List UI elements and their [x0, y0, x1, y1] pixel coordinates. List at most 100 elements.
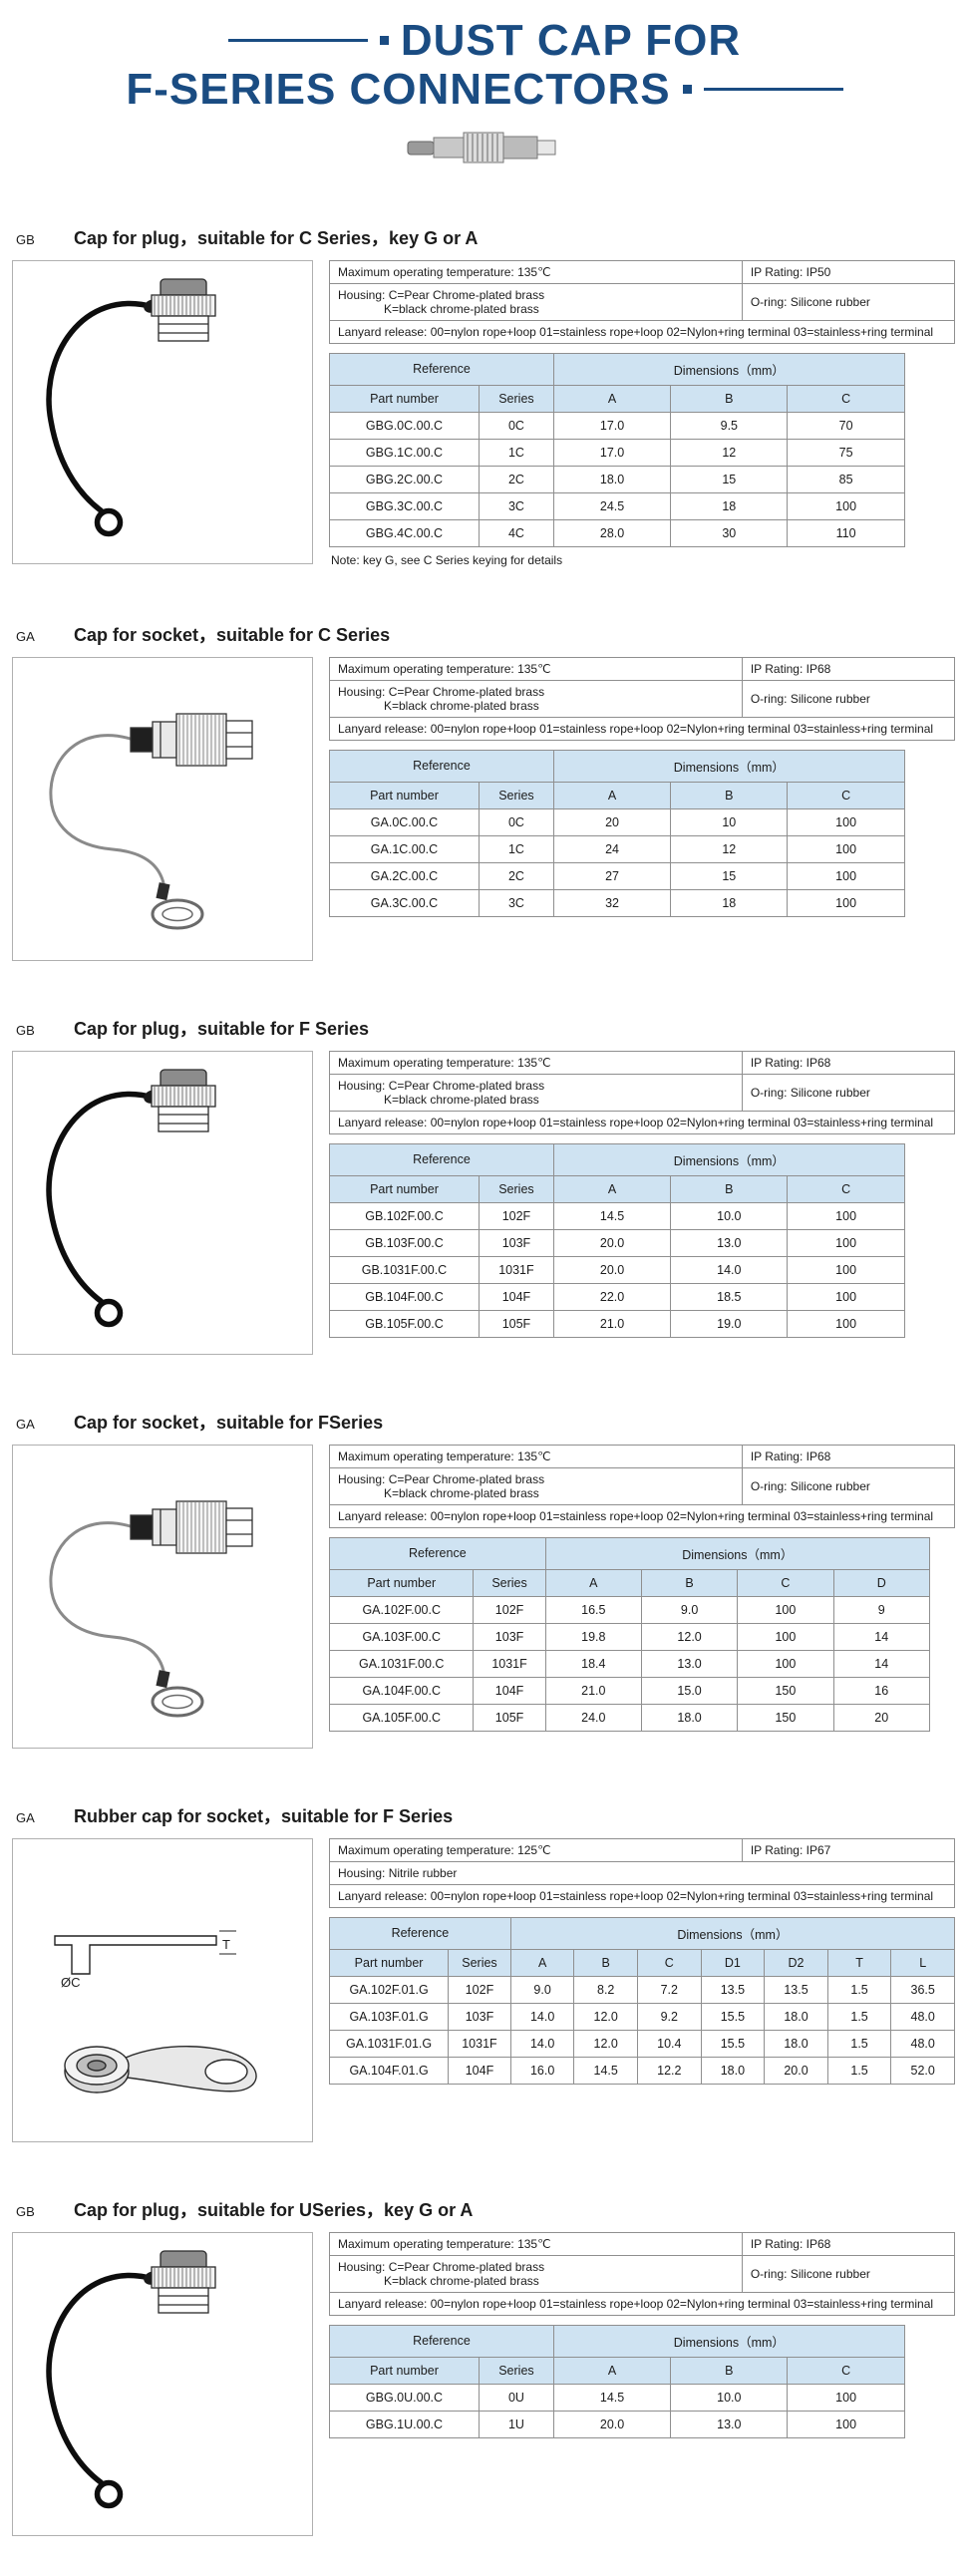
col-header-a: A — [509, 1948, 575, 1977]
value-cell: 15 — [670, 465, 789, 493]
part-number: GB.102F.00.C — [329, 1201, 480, 1230]
value-cell: 103F — [448, 2002, 511, 2031]
col-header-d2: D2 — [764, 1948, 828, 1977]
col-header-d1: D1 — [700, 1948, 766, 1977]
value-cell: 102F — [448, 1975, 511, 2004]
value-cell: 15.0 — [640, 1676, 739, 1705]
col-header-c: C — [737, 1568, 834, 1597]
dimensions-header: Dimensions（mm） — [544, 1536, 930, 1570]
value-cell: 104F — [478, 1282, 554, 1311]
part-number: GA.3C.00.C — [329, 888, 480, 917]
part-number: GB.105F.00.C — [329, 1309, 480, 1338]
col-header-series: Series — [478, 1174, 554, 1203]
col-header-a: A — [544, 1568, 642, 1597]
value-cell: 18 — [670, 888, 789, 917]
value-cell: 30 — [670, 518, 789, 547]
section-title: Cap for plug，suitable for C Series，key G… — [74, 227, 479, 248]
ip-rating: IP Rating: IP68 — [741, 656, 956, 681]
value-cell: 12 — [670, 834, 789, 863]
value-cell: 100 — [787, 861, 905, 890]
value-cell: 17.0 — [552, 411, 672, 440]
col-header-c: C — [787, 1174, 905, 1203]
part-number: GA.104F.00.C — [328, 1676, 475, 1705]
value-cell: 4C — [478, 518, 554, 547]
max-operating-temperature: Maximum operating temperature: 125℃ — [329, 1837, 743, 1862]
socket-cap-drawing — [49, 712, 253, 930]
value-cell: 2C — [478, 861, 554, 890]
value-cell: 27 — [552, 861, 672, 890]
value-cell: 9.0 — [509, 1975, 575, 2004]
value-cell: 12.0 — [640, 1622, 739, 1651]
section-title: Cap for socket，suitable for FSeries — [74, 1412, 384, 1433]
section-title: Cap for plug，suitable for F Series — [74, 1018, 370, 1039]
value-cell: 100 — [787, 834, 905, 863]
col-header-part-number: Part number — [329, 384, 480, 413]
value-cell: 12.0 — [573, 2002, 638, 2031]
col-header-part-number: Part number — [328, 1568, 475, 1597]
value-cell: 10.0 — [670, 1201, 789, 1230]
value-cell: 100 — [787, 1309, 905, 1338]
value-cell: 14 — [832, 1649, 930, 1678]
page-title-line2: F-SERIES CONNECTORS — [126, 65, 671, 115]
value-cell: 18.0 — [764, 2002, 828, 2031]
col-header-b: B — [573, 1948, 638, 1977]
value-cell: 18.0 — [640, 1703, 739, 1732]
value-cell: 16.0 — [509, 2056, 575, 2085]
col-header-series: Series — [478, 781, 554, 809]
lanyard-release: Lanyard release: 00=nylon rope+loop 01=s… — [329, 1503, 955, 1528]
dim-label-thickness: T — [222, 1937, 230, 1952]
value-cell: 20.0 — [764, 2056, 828, 2085]
value-cell: 0C — [478, 411, 554, 440]
housing-line-1: Housing: C=Pear Chrome-plated brass — [338, 2259, 545, 2274]
housing-line-1: Housing: Nitrile rubber — [338, 1865, 458, 1880]
decorative-line — [703, 88, 843, 92]
value-cell: 24.5 — [552, 491, 672, 520]
value-cell: 1.5 — [826, 2056, 892, 2085]
socket-cap-drawing — [49, 1499, 253, 1718]
value-cell: 1.5 — [826, 2002, 892, 2031]
page-header: DUST CAP FOR F-SERIES CONNECTORS — [10, 16, 959, 170]
ip-rating: IP Rating: IP68 — [741, 1444, 956, 1468]
value-cell: 102F — [473, 1595, 546, 1624]
col-header-b: B — [640, 1568, 739, 1597]
value-cell: 7.2 — [637, 1975, 702, 2004]
value-cell: 100 — [787, 2410, 905, 2438]
col-header-t: T — [826, 1948, 892, 1977]
decorative-square — [682, 85, 692, 95]
connector-photo — [407, 132, 556, 163]
value-cell: 100 — [787, 1201, 905, 1230]
housing-line-2: K=black chrome-plated brass — [384, 301, 539, 316]
part-number: GA.103F.01.G — [328, 2002, 450, 2031]
value-cell: 1U — [478, 2410, 554, 2438]
value-cell: 150 — [737, 1676, 834, 1705]
value-cell: 3C — [478, 888, 554, 917]
value-cell: 13.0 — [670, 1228, 789, 1257]
ip-rating: IP Rating: IP68 — [741, 1050, 956, 1075]
value-cell: 100 — [787, 1255, 905, 1284]
col-header-part-number: Part number — [329, 1174, 480, 1203]
value-cell: 14.5 — [552, 2383, 672, 2412]
title-row-1: DUST CAP FOR — [227, 16, 741, 65]
